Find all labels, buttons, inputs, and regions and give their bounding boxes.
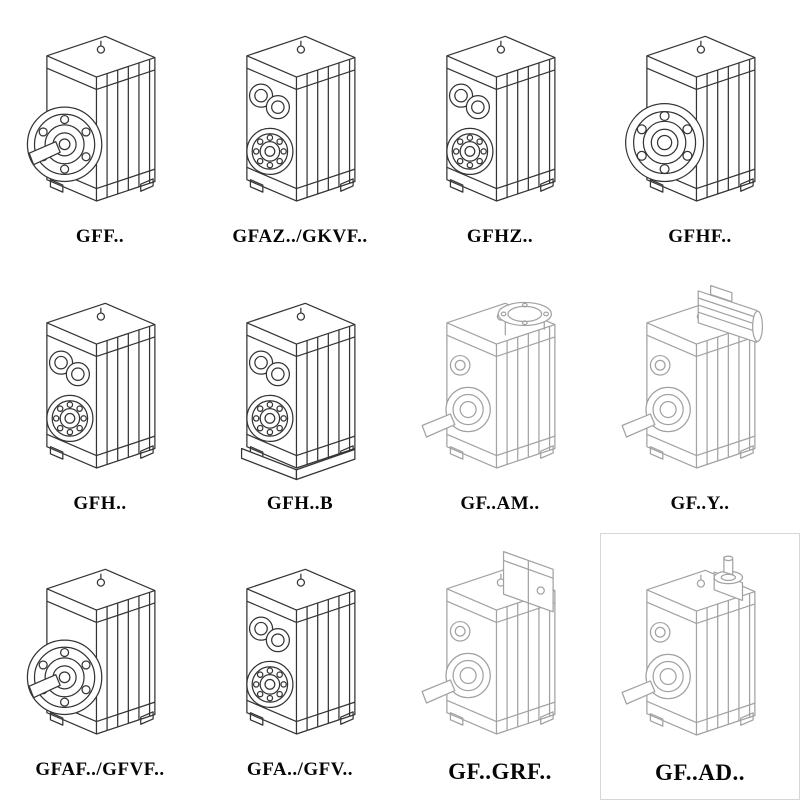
catalog-cell-gfhz: GFHZ.. [400,0,600,267]
model-label: GF..GRF.. [448,759,552,785]
model-label: GFA../GFV.. [246,759,354,781]
gfhf-gearbox-drawing [607,8,793,224]
model-label: GFAF../GFVF.. [35,759,165,781]
gf-ad-gearbox-drawing [607,542,793,758]
catalog-cell-gfaf-gfvf: GFAF../GFVF.. [0,533,200,800]
model-label: GFH.. [73,492,127,514]
gfh-gearbox-drawing [7,275,193,491]
catalog-cell-gf-grf: GF..GRF.. [400,533,600,800]
gf-grf-gearbox-drawing [407,541,593,757]
catalog-cell-gfh-b: GFH..B [200,267,400,534]
catalog-cell-gfaz-gkvf: GFAZ../GKVF.. [200,0,400,267]
model-label: GF..Y.. [670,492,730,514]
model-label: GF..AD.. [654,760,746,786]
model-label: GFH..B [266,492,334,514]
model-label: GFHF.. [668,226,732,247]
catalog-cell-gff: GFF.. [0,0,200,267]
catalog-cell-gf-ad: GF..AD.. [600,533,800,800]
model-label: GF..AM.. [460,492,540,514]
catalog-cell-gfh: GFH.. [0,267,200,534]
gff-gearbox-drawing [7,8,193,224]
gfaf-gfvf-gearbox-drawing [7,541,193,757]
gfaz-gkvf-gearbox-drawing [207,8,393,224]
model-label: GFF.. [75,226,125,247]
gfhz-gearbox-drawing [407,8,593,224]
catalog-cell-gfa-gfv: GFA../GFV.. [200,533,400,800]
gfh-b-gearbox-drawing [207,275,393,491]
catalog-cell-gf-am: GF..AM.. [400,267,600,534]
model-label: GFHZ.. [466,226,534,247]
gf-am-gearbox-drawing [407,275,593,491]
gf-y-gearbox-drawing [607,275,793,491]
catalog-cell-gfhf: GFHF.. [600,0,800,267]
model-label: GFAZ../GKVF.. [232,226,368,247]
gfa-gfv-gearbox-drawing [207,541,393,757]
catalog-cell-gf-y: GF..Y.. [600,267,800,534]
